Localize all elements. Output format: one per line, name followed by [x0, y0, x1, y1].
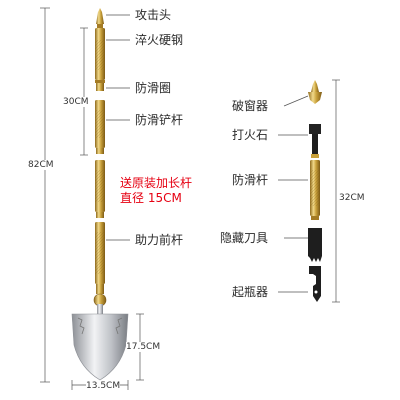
shovel-blade: [71, 313, 129, 381]
hidden-knife-part: [308, 228, 322, 262]
label-fire-starter: 打火石: [232, 128, 269, 142]
dim-blade-length: 17.5CM: [126, 342, 161, 352]
rod-segment-2: [95, 100, 105, 154]
label-bottle-opener: 起瓶器: [232, 285, 269, 299]
label-assist-front-rod: 助力前杆: [135, 233, 184, 247]
label-attack-head: 攻击头: [135, 8, 172, 22]
dim-accessory-length: 32CM: [339, 193, 365, 203]
fire-starter-part: [309, 124, 321, 158]
dim-blade-width: 13.5CM: [86, 381, 121, 391]
dim-segment-length: 30CM: [63, 97, 89, 107]
window-breaker-part: [308, 80, 322, 104]
attack-head-part: [96, 8, 104, 28]
label-antislip-ring: 防滑圈: [135, 81, 172, 95]
dim-total-line: [40, 7, 50, 383]
label-bonus-rod-line2: 直径 15CM: [120, 191, 182, 205]
dim-total-length: 82CM: [28, 160, 54, 170]
label-antislip-rod: 防滑杆: [232, 173, 269, 187]
shovel-hinge: [93, 284, 107, 314]
label-window-breaker: 破窗器: [232, 99, 269, 113]
dim-accessory-line: [332, 79, 340, 303]
antislip-rod-part: [310, 160, 320, 220]
label-quenched-steel: 淬火硬钢: [135, 33, 184, 47]
main-leader-lines: [106, 14, 130, 241]
accessory-leader-lines: [278, 95, 309, 293]
dim-segment-line: [80, 27, 88, 156]
label-hidden-knife: 隐藏刀具: [220, 231, 269, 245]
label-bonus-rod-line1: 送原装加长杆: [120, 176, 193, 190]
bottle-opener-part: [309, 266, 321, 302]
rod-segment-4: [95, 222, 105, 284]
rod-segment-3: [95, 160, 105, 218]
rod-segment-1: [95, 28, 105, 91]
label-antislip-shovel-rod: 防滑铲杆: [135, 113, 184, 127]
